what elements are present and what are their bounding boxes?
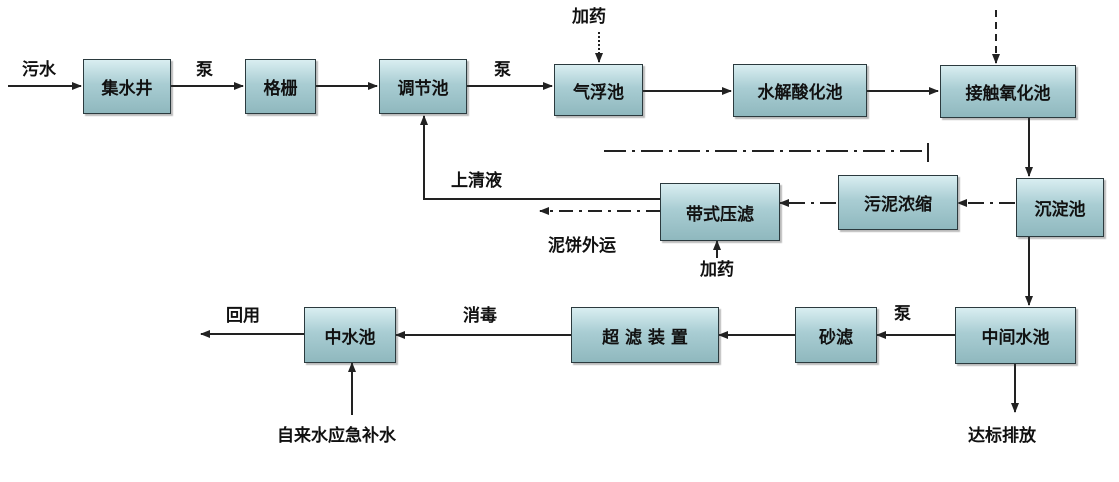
box-zhongjianshuichi: 中间水池 (955, 307, 1076, 364)
box-zhongshuichi: 中水池 (304, 307, 396, 363)
box-daishiyalv: 带式压滤 (660, 183, 780, 241)
label-pump-1: 泵 (196, 60, 213, 80)
box-geshan: 格栅 (245, 59, 316, 114)
box-chendianchi: 沉淀池 (1016, 178, 1104, 237)
label-dosing-top: 加药 (572, 7, 606, 27)
box-wunitnongsuo: 污泥浓缩 (838, 175, 958, 230)
label-wushui: 污水 (22, 60, 56, 80)
box-shuijiesuanhuachi: 水解酸化池 (733, 64, 867, 117)
box-shalv: 砂滤 (795, 307, 877, 363)
label-disinfection: 消毒 (463, 306, 497, 326)
box-chaolvzhuangzhi: 超 滤 装 置 (571, 307, 719, 363)
label-dosing-bottom: 加药 (700, 260, 734, 280)
arrow-supernatant-return (420, 115, 660, 200)
box-qifuchi: 气浮池 (554, 64, 643, 116)
label-sludge-cake-out: 泥饼外运 (548, 236, 616, 256)
box-jiechuyanghuachi: 接触氧化池 (940, 65, 1076, 118)
label-supernatant: 上清液 (451, 171, 502, 191)
label-discharge: 达标排放 (968, 426, 1036, 446)
label-tapwater-emergency: 自来水应急补水 (277, 426, 396, 446)
box-jishuijing: 集水井 (83, 59, 171, 114)
box-tiaojiechi: 调节池 (379, 59, 467, 114)
label-reuse: 回用 (226, 306, 260, 326)
label-pump-2: 泵 (494, 60, 511, 80)
label-pump-3: 泵 (894, 304, 911, 324)
